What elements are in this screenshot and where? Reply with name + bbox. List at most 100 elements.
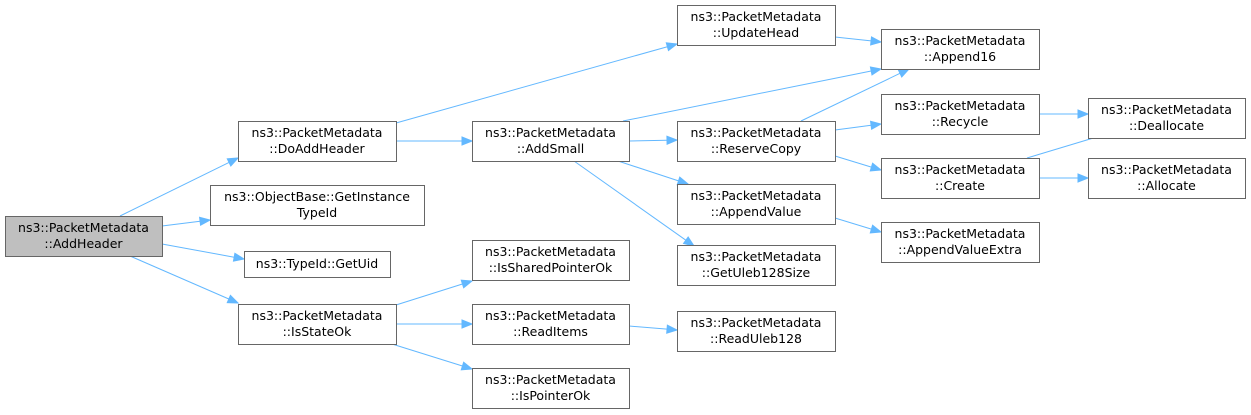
node-label-line: ns3::PacketMetadata [18,220,149,235]
edge-appendvalue-to-appendvalueextra [834,217,883,234]
edge-line [622,70,872,122]
node-box [5,216,163,257]
node-box [881,222,1040,263]
node-label-line: ::Create [935,178,985,193]
arrowhead-icon [869,224,883,234]
node-label-line: ::IsStateOk [283,324,353,339]
node-box [472,304,630,345]
node-box [238,121,397,162]
arrowhead-icon [226,157,240,167]
edge-line [161,220,201,227]
node-box [472,240,630,281]
edge-line [119,161,230,217]
arrowhead-icon [666,135,679,145]
node-label-line: ns3::PacketMetadata [252,125,383,140]
node-label-line: ::DoAddHeader [269,141,365,156]
edge-isstateok-to-readitems [396,319,474,329]
edge-reservecopy-to-recycle [834,120,883,131]
node-label-line: ::Deallocate [1129,118,1204,133]
node-recycle[interactable]: ns3::PacketMetadata::Recycle [881,94,1040,135]
node-getuleb128size[interactable]: ns3::PacketMetadata::GetUleb128Size [677,245,836,286]
node-label-line: ns3::PacketMetadata [895,162,1026,177]
arrowhead-icon [198,216,212,227]
arrowhead-icon [869,162,883,172]
node-label-line: ::Append16 [924,49,996,64]
node-updatehead[interactable]: ns3::PacketMetadata::UpdateHead [677,5,836,46]
edge-create-to-allocate [1039,173,1090,183]
edge-addheader-to-doaddheader [119,157,240,217]
node-box [210,185,425,226]
node-label-line: ::Recycle [932,114,989,129]
arrowhead-icon [1077,173,1090,183]
arrowhead-icon [897,68,911,78]
node-create[interactable]: ns3::PacketMetadata::Create [881,158,1040,199]
node-allocate[interactable]: ns3::PacketMetadata::Allocate [1088,158,1246,199]
edge-isstateok-to-ispointerok [391,343,474,371]
node-label-line: ns3::ObjectBase::GetInstance [224,189,410,204]
node-label-line: ::ReserveCopy [711,141,802,156]
nodes-layer: ns3::PacketMetadata::AddHeaderns3::Packe… [5,5,1246,409]
node-append16[interactable]: ns3::PacketMetadata::Append16 [881,29,1040,70]
node-label-line: ns3::PacketMetadata [485,308,616,323]
edge-addheader-to-isstateok [129,255,240,304]
edge-recycle-to-deallocate [1039,109,1090,119]
node-label-line: ns3::PacketMetadata [691,315,822,330]
edge-line [834,217,872,230]
node-box [677,121,836,162]
node-appendvalueextra[interactable]: ns3::PacketMetadata::AppendValueExtra [881,222,1040,263]
arrowhead-icon [665,42,679,52]
node-label-line: ns3::PacketMetadata [691,188,822,203]
node-box [677,311,836,352]
node-ispointerok[interactable]: ns3::PacketMetadata::IsPointerOk [472,368,630,409]
arrowhead-icon [460,279,474,289]
edge-updatehead-to-append16 [834,36,883,46]
node-box [677,184,836,225]
edge-addsmall-to-getuleb128size [573,160,696,247]
node-label-line: ns3::PacketMetadata [485,244,616,259]
node-box [238,304,397,345]
node-label-line: ::ReadUleb128 [710,331,802,346]
node-box [1088,158,1246,199]
arrowhead-icon [676,176,690,186]
node-getuid[interactable]: ns3::TypeId::GetUid [244,251,391,278]
edge-line [628,139,668,142]
arrowhead-icon [869,120,883,131]
node-deallocate[interactable]: ns3::PacketMetadata::Deallocate [1088,98,1246,139]
node-appendvalue[interactable]: ns3::PacketMetadata::AppendValue [677,184,836,225]
edge-addheader-to-getinstancetypeid [161,216,212,227]
node-reservecopy[interactable]: ns3::PacketMetadata::ReserveCopy [677,121,836,162]
node-label-line: ns3::PacketMetadata [1101,162,1232,177]
node-isstateok[interactable]: ns3::PacketMetadata::IsStateOk [238,304,397,345]
node-label-line: ::ReadItems [513,324,588,339]
edge-line [834,124,872,131]
node-label-line: ns3::PacketMetadata [895,33,1026,48]
node-addheader[interactable]: ns3::PacketMetadata::AddHeader [5,216,163,257]
edges-layer [119,36,1122,371]
edge-line [395,283,463,306]
node-label-line: ns3::PacketMetadata [691,125,822,140]
edge-isstateok-to-issharedpointerok [395,279,474,306]
node-readitems[interactable]: ns3::PacketMetadata::ReadItems [472,304,630,345]
node-label-line: ns3::PacketMetadata [691,9,822,24]
node-label-line: ns3::PacketMetadata [485,125,616,140]
node-issharedpointerok[interactable]: ns3::PacketMetadata::IsSharedPointerOk [472,240,630,281]
node-label-line: ns3::PacketMetadata [252,308,383,323]
edge-readitems-to-readuleb128 [628,324,679,334]
edge-line [129,255,230,300]
node-addsmall[interactable]: ns3::PacketMetadata::AddSmall [472,121,630,162]
node-label-line: ::AddSmall [517,141,584,156]
node-label-line: ::AddHeader [44,236,123,251]
arrowhead-icon [666,324,679,334]
edge-line [395,46,668,124]
node-doaddheader[interactable]: ns3::PacketMetadata::DoAddHeader [238,121,397,162]
edge-addheader-to-getuid [161,243,246,262]
node-label-line: ns3::PacketMetadata [895,98,1026,113]
node-readuleb128[interactable]: ns3::PacketMetadata::ReadUleb128 [677,311,836,352]
node-box [677,5,836,46]
node-label-line: TypeId [296,205,337,220]
node-label-line: ::Allocate [1137,178,1196,193]
edge-addsmall-to-append16 [622,66,883,122]
arrowhead-icon [1077,109,1090,119]
node-box [1088,98,1246,139]
